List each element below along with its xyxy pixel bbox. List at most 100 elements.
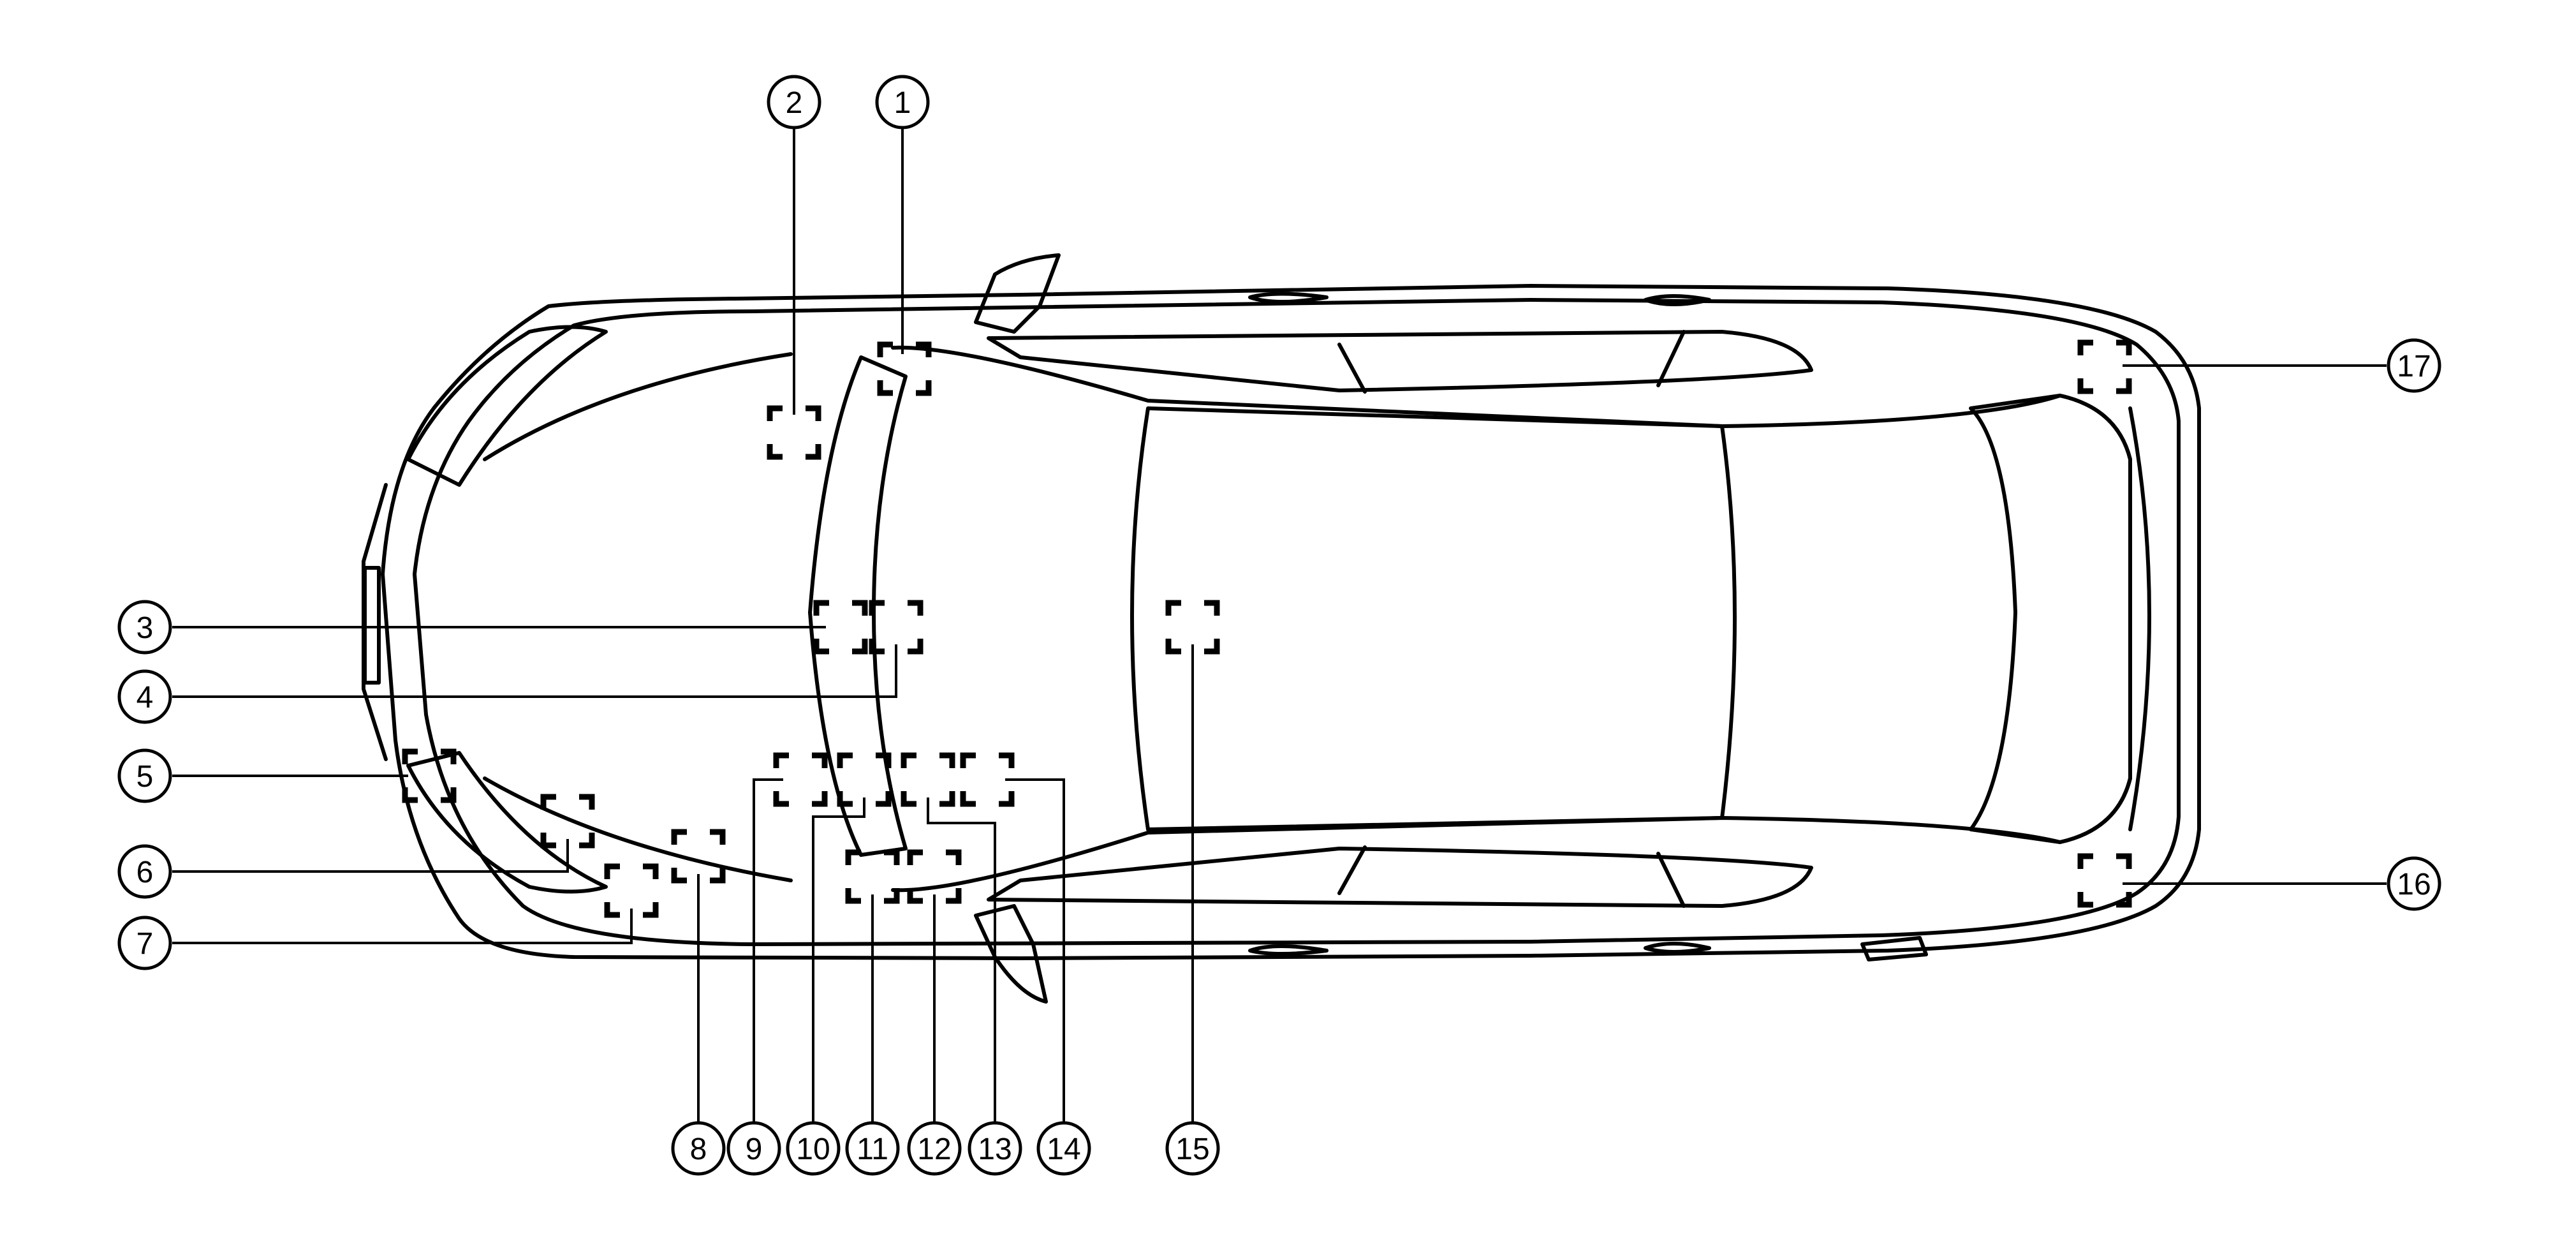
marker-brackets bbox=[877, 341, 932, 396]
location-marker-1 bbox=[877, 341, 932, 396]
callout-14: 14 bbox=[1036, 1121, 1091, 1176]
callout-circle bbox=[117, 600, 172, 655]
door-split-top-1 bbox=[1337, 343, 1367, 394]
door-strip-top bbox=[987, 330, 1813, 392]
callout-number: 6 bbox=[136, 856, 154, 889]
leader-line-7 bbox=[172, 909, 633, 944]
door-handle-bottom-rear bbox=[1644, 942, 1711, 954]
marker-brackets bbox=[960, 752, 1015, 807]
location-marker-15 bbox=[1165, 600, 1220, 655]
callout-circle bbox=[786, 1121, 841, 1176]
leader-line-10 bbox=[812, 798, 865, 1124]
location-marker-2 bbox=[767, 405, 821, 460]
marker-brackets bbox=[767, 405, 821, 460]
callout-number: 14 bbox=[1047, 1132, 1080, 1166]
fuel-door bbox=[1860, 936, 1928, 961]
marker-brackets bbox=[837, 752, 892, 807]
rear-window bbox=[1969, 394, 2132, 844]
leader-line-13 bbox=[927, 798, 996, 1124]
callout-circle bbox=[2387, 856, 2441, 911]
marker-brackets bbox=[901, 752, 955, 807]
callout-13: 13 bbox=[968, 1121, 1022, 1176]
marker-brackets bbox=[2077, 339, 2132, 394]
location-marker-8 bbox=[671, 829, 726, 884]
callout-6: 6 bbox=[117, 844, 172, 899]
headlight-right bbox=[406, 751, 608, 894]
marker-brackets bbox=[773, 752, 828, 807]
callout-number: 1 bbox=[894, 86, 911, 120]
hood-line-lower bbox=[483, 776, 793, 882]
callout-5: 5 bbox=[117, 748, 172, 803]
headlight-left bbox=[406, 325, 608, 487]
callout-10: 10 bbox=[786, 1121, 841, 1176]
location-marker-10 bbox=[837, 752, 892, 807]
callout-4: 4 bbox=[117, 669, 172, 724]
callout-number: 5 bbox=[136, 760, 154, 794]
callout-12: 12 bbox=[907, 1121, 962, 1176]
callout-circle bbox=[671, 1121, 726, 1176]
marker-brackets bbox=[907, 849, 962, 904]
windshield bbox=[808, 355, 908, 857]
callout-circle bbox=[968, 1121, 1022, 1176]
callout-7: 7 bbox=[117, 916, 172, 970]
roof-panel bbox=[1130, 406, 1737, 831]
location-markers bbox=[402, 339, 2132, 918]
callout-17: 17 bbox=[2387, 338, 2441, 393]
leader-line-4 bbox=[172, 644, 897, 698]
callout-number: 8 bbox=[690, 1132, 707, 1166]
location-marker-14 bbox=[960, 752, 1015, 807]
leader-line-6 bbox=[172, 839, 569, 873]
callout-number: 12 bbox=[917, 1132, 951, 1166]
marker-brackets bbox=[845, 849, 900, 904]
mirror-left bbox=[974, 253, 1061, 334]
callout-number: 7 bbox=[136, 927, 154, 961]
location-marker-3 bbox=[813, 600, 868, 655]
location-marker-12 bbox=[907, 849, 962, 904]
marker-brackets bbox=[813, 600, 868, 655]
callout-number: 10 bbox=[796, 1132, 830, 1166]
callout-2: 2 bbox=[767, 75, 821, 130]
callout-circle bbox=[117, 669, 172, 724]
callout-circle bbox=[117, 844, 172, 899]
marker-brackets bbox=[540, 794, 595, 849]
marker-brackets bbox=[1165, 600, 1220, 655]
callout-11: 11 bbox=[845, 1121, 900, 1176]
callout-circle bbox=[907, 1121, 962, 1176]
callout-circle bbox=[117, 748, 172, 803]
location-marker-17 bbox=[2077, 339, 2132, 394]
door-split-top-2 bbox=[1656, 330, 1686, 387]
callout-number: 17 bbox=[2397, 350, 2431, 383]
callout-circle bbox=[845, 1121, 900, 1176]
marker-brackets bbox=[402, 748, 457, 803]
car-body-outer bbox=[381, 284, 2201, 960]
callout-number: 4 bbox=[136, 681, 154, 715]
location-marker-13 bbox=[901, 752, 955, 807]
location-marker-16 bbox=[2077, 853, 2132, 908]
door-split-bottom-2 bbox=[1656, 852, 1686, 908]
callout-circle bbox=[726, 1121, 781, 1176]
door-handle-top-front bbox=[1248, 292, 1328, 304]
door-handle-bottom-front bbox=[1248, 944, 1328, 956]
location-marker-6 bbox=[540, 794, 595, 849]
callout-number: 11 bbox=[857, 1132, 888, 1166]
trunk-line bbox=[2128, 406, 2151, 831]
leader-line-14 bbox=[1005, 778, 1065, 1124]
marker-brackets bbox=[2077, 853, 2132, 908]
callout-circle bbox=[2387, 338, 2441, 393]
callout-circle bbox=[117, 916, 172, 970]
callout-16: 16 bbox=[2387, 856, 2441, 911]
door-handle-top-rear bbox=[1644, 294, 1711, 306]
callout-15: 15 bbox=[1165, 1121, 1220, 1176]
location-marker-7 bbox=[604, 863, 659, 918]
door-split-bottom-1 bbox=[1337, 845, 1367, 895]
location-marker-9 bbox=[773, 752, 828, 807]
callout-1: 1 bbox=[875, 75, 930, 130]
callout-number: 13 bbox=[978, 1132, 1012, 1166]
location-marker-5 bbox=[402, 748, 457, 803]
callout-number: 16 bbox=[2397, 868, 2431, 901]
door-strip-bottom bbox=[987, 847, 1813, 908]
callout-circle bbox=[1165, 1121, 1220, 1176]
callout-9: 9 bbox=[726, 1121, 781, 1176]
marker-brackets bbox=[869, 600, 924, 655]
leader-lines bbox=[172, 126, 2387, 1124]
